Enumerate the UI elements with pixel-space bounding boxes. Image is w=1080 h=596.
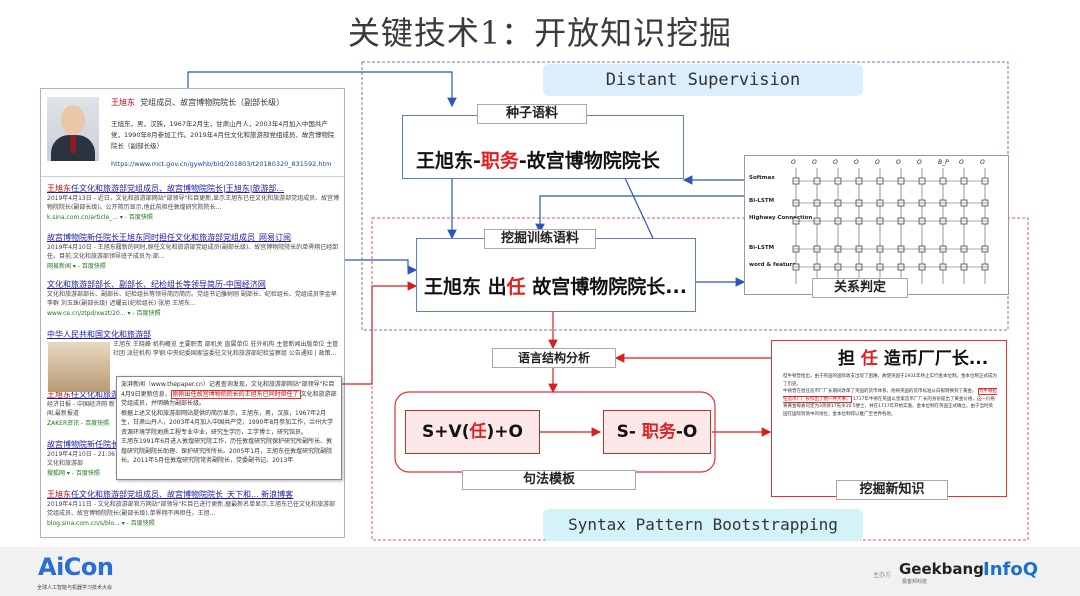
seed-corpus-label: 种子语料 — [477, 104, 587, 124]
search-result[interactable]: 王旭东任文化和旅游部党组成员、故宫博物院院长|王旭东|旅游部... 2019年4… — [47, 184, 340, 221]
search-result[interactable]: 王旭东任文化和旅游部党组成员、故宫博物院院长_天下和... 新浪博客 2019年… — [47, 490, 336, 527]
nn-output-label: O — [917, 159, 922, 166]
seed-corpus-box — [402, 115, 684, 179]
nn-output-label: O — [896, 159, 901, 166]
linguistic-analysis-label: 语言结构分析 — [492, 348, 616, 368]
aicon-logo: AiCon — [38, 553, 114, 581]
arrow-profile-to-seed — [187, 71, 457, 108]
nn-output-label: O — [812, 159, 817, 166]
search-result[interactable]: 故宫博物院新任院长... 2019年4月10日 - 21:36 文化和旅游部 搜… — [47, 440, 117, 477]
profile-photo — [47, 97, 99, 161]
relation-judgment-label: 关系判定 — [812, 278, 908, 298]
pattern-sv-ren: S+V(任)+O — [405, 410, 540, 454]
nn-output-label: B_P — [938, 159, 949, 166]
nn-output-label: O — [791, 159, 796, 166]
news-photo — [48, 342, 110, 392]
host-label: 主办方 — [873, 572, 892, 579]
search-results-panel: 王旭东 党组成员、故宫博物院院长（副部长级） 王旭东，男，汉族，1967年2月生… — [40, 88, 345, 538]
nn-output-label: O — [980, 159, 985, 166]
nn-output-label: O — [959, 159, 964, 166]
nn-grid: O O O O O O O B_P O O — [791, 159, 989, 284]
seed-example: 王旭东-职务-故宫博物院院长 — [416, 150, 660, 172]
geekbang-logo: Geekbang — [899, 560, 984, 578]
infoq-logo: InfoQ — [983, 559, 1039, 580]
footer-bar — [0, 547, 1080, 596]
distant-supervision-banner: Distant Supervision — [543, 64, 863, 96]
search-result[interactable]: 王旭东任文化和旅游部 经济日报 - 中国经济网 新闻,最新报道 ZAKER资讯 … — [47, 390, 117, 427]
profile-bio: 王旭东，男，汉族，1967年2月生，甘肃山丹人，2003年4月加入中国共产党，1… — [111, 120, 335, 150]
highlighted-sentence: 刚刚出任故宫博物院院长的王旭东已同时担任了 — [170, 389, 301, 399]
nn-output-label: O — [833, 159, 838, 166]
search-result[interactable]: 故宫博物院新任院长王旭东同时担任文化和旅游部党组成员_网易订阅 2019年4月1… — [47, 233, 339, 270]
relation-model-diagram: Softmax Bi-LSTM Highway Connection Bi-LS… — [744, 155, 1009, 295]
arrow-results-to-mining — [345, 259, 418, 275]
news-popup: 澎湃新闻（www.thepaper.cn）记者查询发现，文化和旅游部网站"部领导… — [116, 376, 342, 480]
search-result[interactable]: 文化和旅游部部长、副部长、纪检组长等领导简历-中国经济网 文化和旅游部部长、副部… — [47, 280, 337, 317]
syntax-bootstrapping-banner: Syntax Pattern Bootstrapping — [543, 509, 863, 541]
profile-card: 王旭东 党组成员、故宫博物院院长（副部长级） 王旭东，男，汉族，1967年2月生… — [41, 89, 344, 177]
new-knowledge-title: 担 任 造币厂厂长... — [838, 349, 989, 369]
new-knowledge-box — [771, 340, 1007, 497]
syntax-template-label: 句法模板 — [462, 470, 636, 490]
new-knowledge-label: 挖掘新知识 — [836, 480, 948, 500]
doc-highlight: 为牛顿担任造币厂厂长作出了他一件大事， — [783, 388, 997, 403]
nn-output-label: O — [875, 159, 880, 166]
new-knowledge-document: 但牛顿曾给出，由于英国的国际收支出现了困难，故使英国于1931年终止实行金本位制… — [783, 374, 997, 417]
profile-url[interactable]: https://www.mct.gov.cn/gywhb/bld/201803/… — [111, 160, 332, 168]
aicon-subtitle: 全球人工智能与机器学习技术大会 — [37, 585, 113, 591]
nn-output-label: O — [854, 159, 859, 166]
arrow-popup-to-mining — [342, 281, 418, 385]
page-title: 关键技术1：开放知识挖掘 — [347, 14, 733, 52]
geekbang-subtitle: 极客邦科技 — [902, 579, 928, 585]
mining-corpus-label: 挖掘训练语料 — [484, 229, 596, 249]
pattern-s-zhiwu: S- 职务-O — [603, 410, 711, 454]
search-result[interactable]: 中华人民共和国文化和旅游部 王旭东 王晓峰 机构概览 主要职责 部机关 直属单位… — [47, 330, 339, 357]
arrow-nn-to-mining-label — [535, 195, 744, 234]
profile-name: 王旭东 党组成员、故宫博物院院长（副部长级） — [111, 98, 285, 107]
mining-example: 王旭东 出任 故宫博物院院长... — [424, 276, 687, 298]
